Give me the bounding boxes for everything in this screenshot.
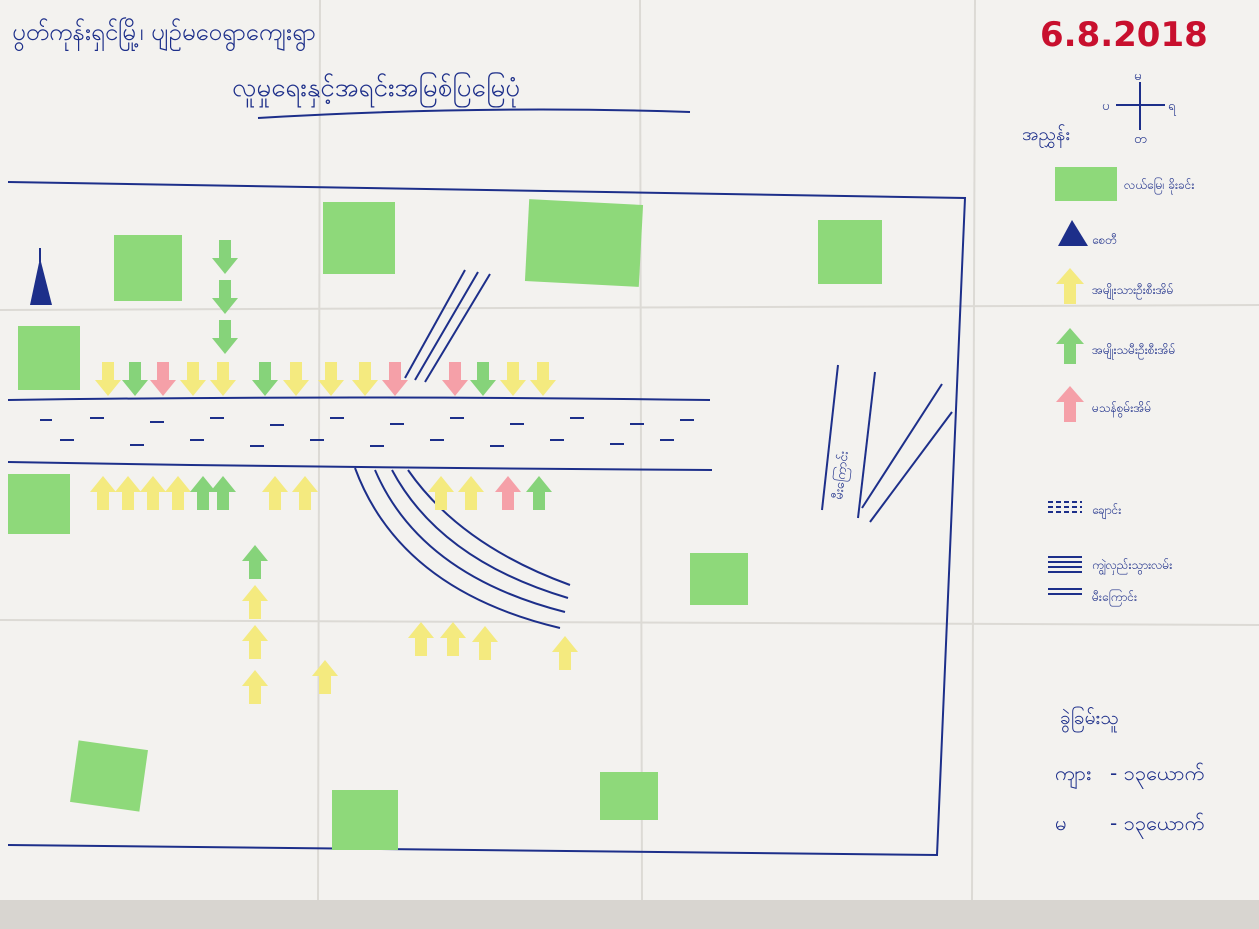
house-arrow [382, 362, 408, 396]
legend-symbol-yellow-arrow-icon [1056, 268, 1084, 304]
house-arrow [242, 625, 268, 659]
compass-north: မ [1134, 69, 1141, 84]
house-arrow [242, 545, 268, 579]
paper-shadow [0, 900, 1259, 929]
fold-creases [0, 0, 1259, 901]
compass-south: တ [1134, 132, 1147, 147]
field-patch [818, 220, 882, 284]
house-arrow [212, 280, 238, 314]
legend-label: မီးကြောင်း [1092, 588, 1137, 607]
house-arrow [122, 362, 148, 396]
title-line-2: လူမှုရေးနှင့်အရင်းအမြစ်ပြမြေပုံ [232, 70, 520, 108]
house-arrow [262, 476, 288, 510]
field-patch [70, 740, 148, 812]
house-arrow [180, 362, 206, 396]
legend-symbol-river-lines-icon [1048, 501, 1082, 513]
house-arrow [190, 476, 216, 510]
house-arrow [500, 362, 526, 396]
date-label: 6.8.2018 [1040, 15, 1208, 55]
house-arrow [526, 476, 552, 510]
field-patch [8, 474, 70, 534]
house-arrow [292, 476, 318, 510]
road-dashes [40, 417, 694, 447]
legend-symbol-pink-arrow-icon [1056, 386, 1084, 422]
population-female-label: မ [1055, 811, 1066, 835]
house-arrow [212, 320, 238, 354]
house-arrow [440, 622, 466, 656]
house-arrow [242, 585, 268, 619]
house-arrow [140, 476, 166, 510]
legend-label: မသန်စွမ်းအိမ် [1092, 400, 1151, 418]
house-arrow [283, 362, 309, 396]
house-arrow [115, 476, 141, 510]
field-patch [114, 235, 182, 301]
house-arrow [552, 636, 578, 670]
stream-north [404, 269, 491, 383]
title-underline [257, 108, 691, 119]
population-heading: ခွဲခြမ်းသူ [1060, 705, 1119, 733]
house-arrow [242, 670, 268, 704]
legend-label: လယ်မြေ၊ ခိုးခင်း [1124, 176, 1194, 195]
map-frame [7, 181, 967, 857]
house-arrow [212, 240, 238, 274]
legend: လယ်မြေ၊ ခိုးခင်းစေတီအမျိုးသားဦးစီးအိမ်အမ… [1048, 167, 1194, 607]
legend-symbol-double-line-icon [1048, 588, 1082, 595]
compass-east: ရ [1168, 99, 1176, 116]
pagoda-icon [30, 248, 52, 305]
house-arrow [428, 476, 454, 510]
field-patch [690, 553, 748, 605]
house-arrow [318, 362, 344, 396]
field-patch [332, 790, 398, 850]
house-arrow [165, 476, 191, 510]
population-male-label: ကျား [1055, 761, 1091, 789]
field-patch [524, 199, 644, 287]
house-arrow [252, 362, 278, 396]
house-arrows [90, 240, 578, 704]
field-patch [600, 772, 658, 820]
road-bottom-edge [7, 461, 713, 471]
population-female-value: - ၁၃ယောက် [1110, 811, 1204, 839]
legend-symbol-road-lines-icon [1048, 556, 1082, 573]
house-arrow [90, 476, 116, 510]
house-arrow [442, 362, 468, 396]
house-arrow [312, 660, 338, 694]
house-arrow [210, 362, 236, 396]
field-patch [18, 326, 80, 390]
population-male-value: - ၁၃ယောက် [1110, 761, 1204, 789]
house-arrow [495, 476, 521, 510]
legend-label: ချောင်း [1092, 502, 1121, 520]
side-road [821, 364, 953, 523]
house-arrow [150, 362, 176, 396]
legend-label: စေတီ [1092, 232, 1117, 247]
compass [1116, 82, 1165, 130]
house-arrow [530, 362, 556, 396]
house-arrow [210, 476, 236, 510]
legend-label: ကျွဲလှည်းသွားလမ်း [1092, 557, 1172, 576]
legend-symbol-green-patch-icon [1055, 167, 1117, 201]
legend-symbol-pagoda-icon [1058, 220, 1088, 246]
house-arrow [470, 362, 496, 396]
house-arrow [458, 476, 484, 510]
road-top-edge [7, 396, 711, 401]
stream-south [354, 467, 571, 629]
house-arrow [408, 622, 434, 656]
house-arrow [95, 362, 121, 396]
house-arrow [352, 362, 378, 396]
compass-west: ပ [1102, 99, 1109, 114]
legend-symbol-green-arrow-icon [1056, 328, 1084, 364]
field-patches [8, 199, 882, 850]
legend-heading: အညွှန်း [1022, 124, 1070, 148]
legend-label: အမျိုးသမီးဦးစီးအိမ် [1092, 342, 1175, 360]
field-patch [323, 202, 395, 274]
house-arrow [472, 626, 498, 660]
legend-label: အမျိုးသားဦးစီးအိမ် [1092, 282, 1174, 300]
